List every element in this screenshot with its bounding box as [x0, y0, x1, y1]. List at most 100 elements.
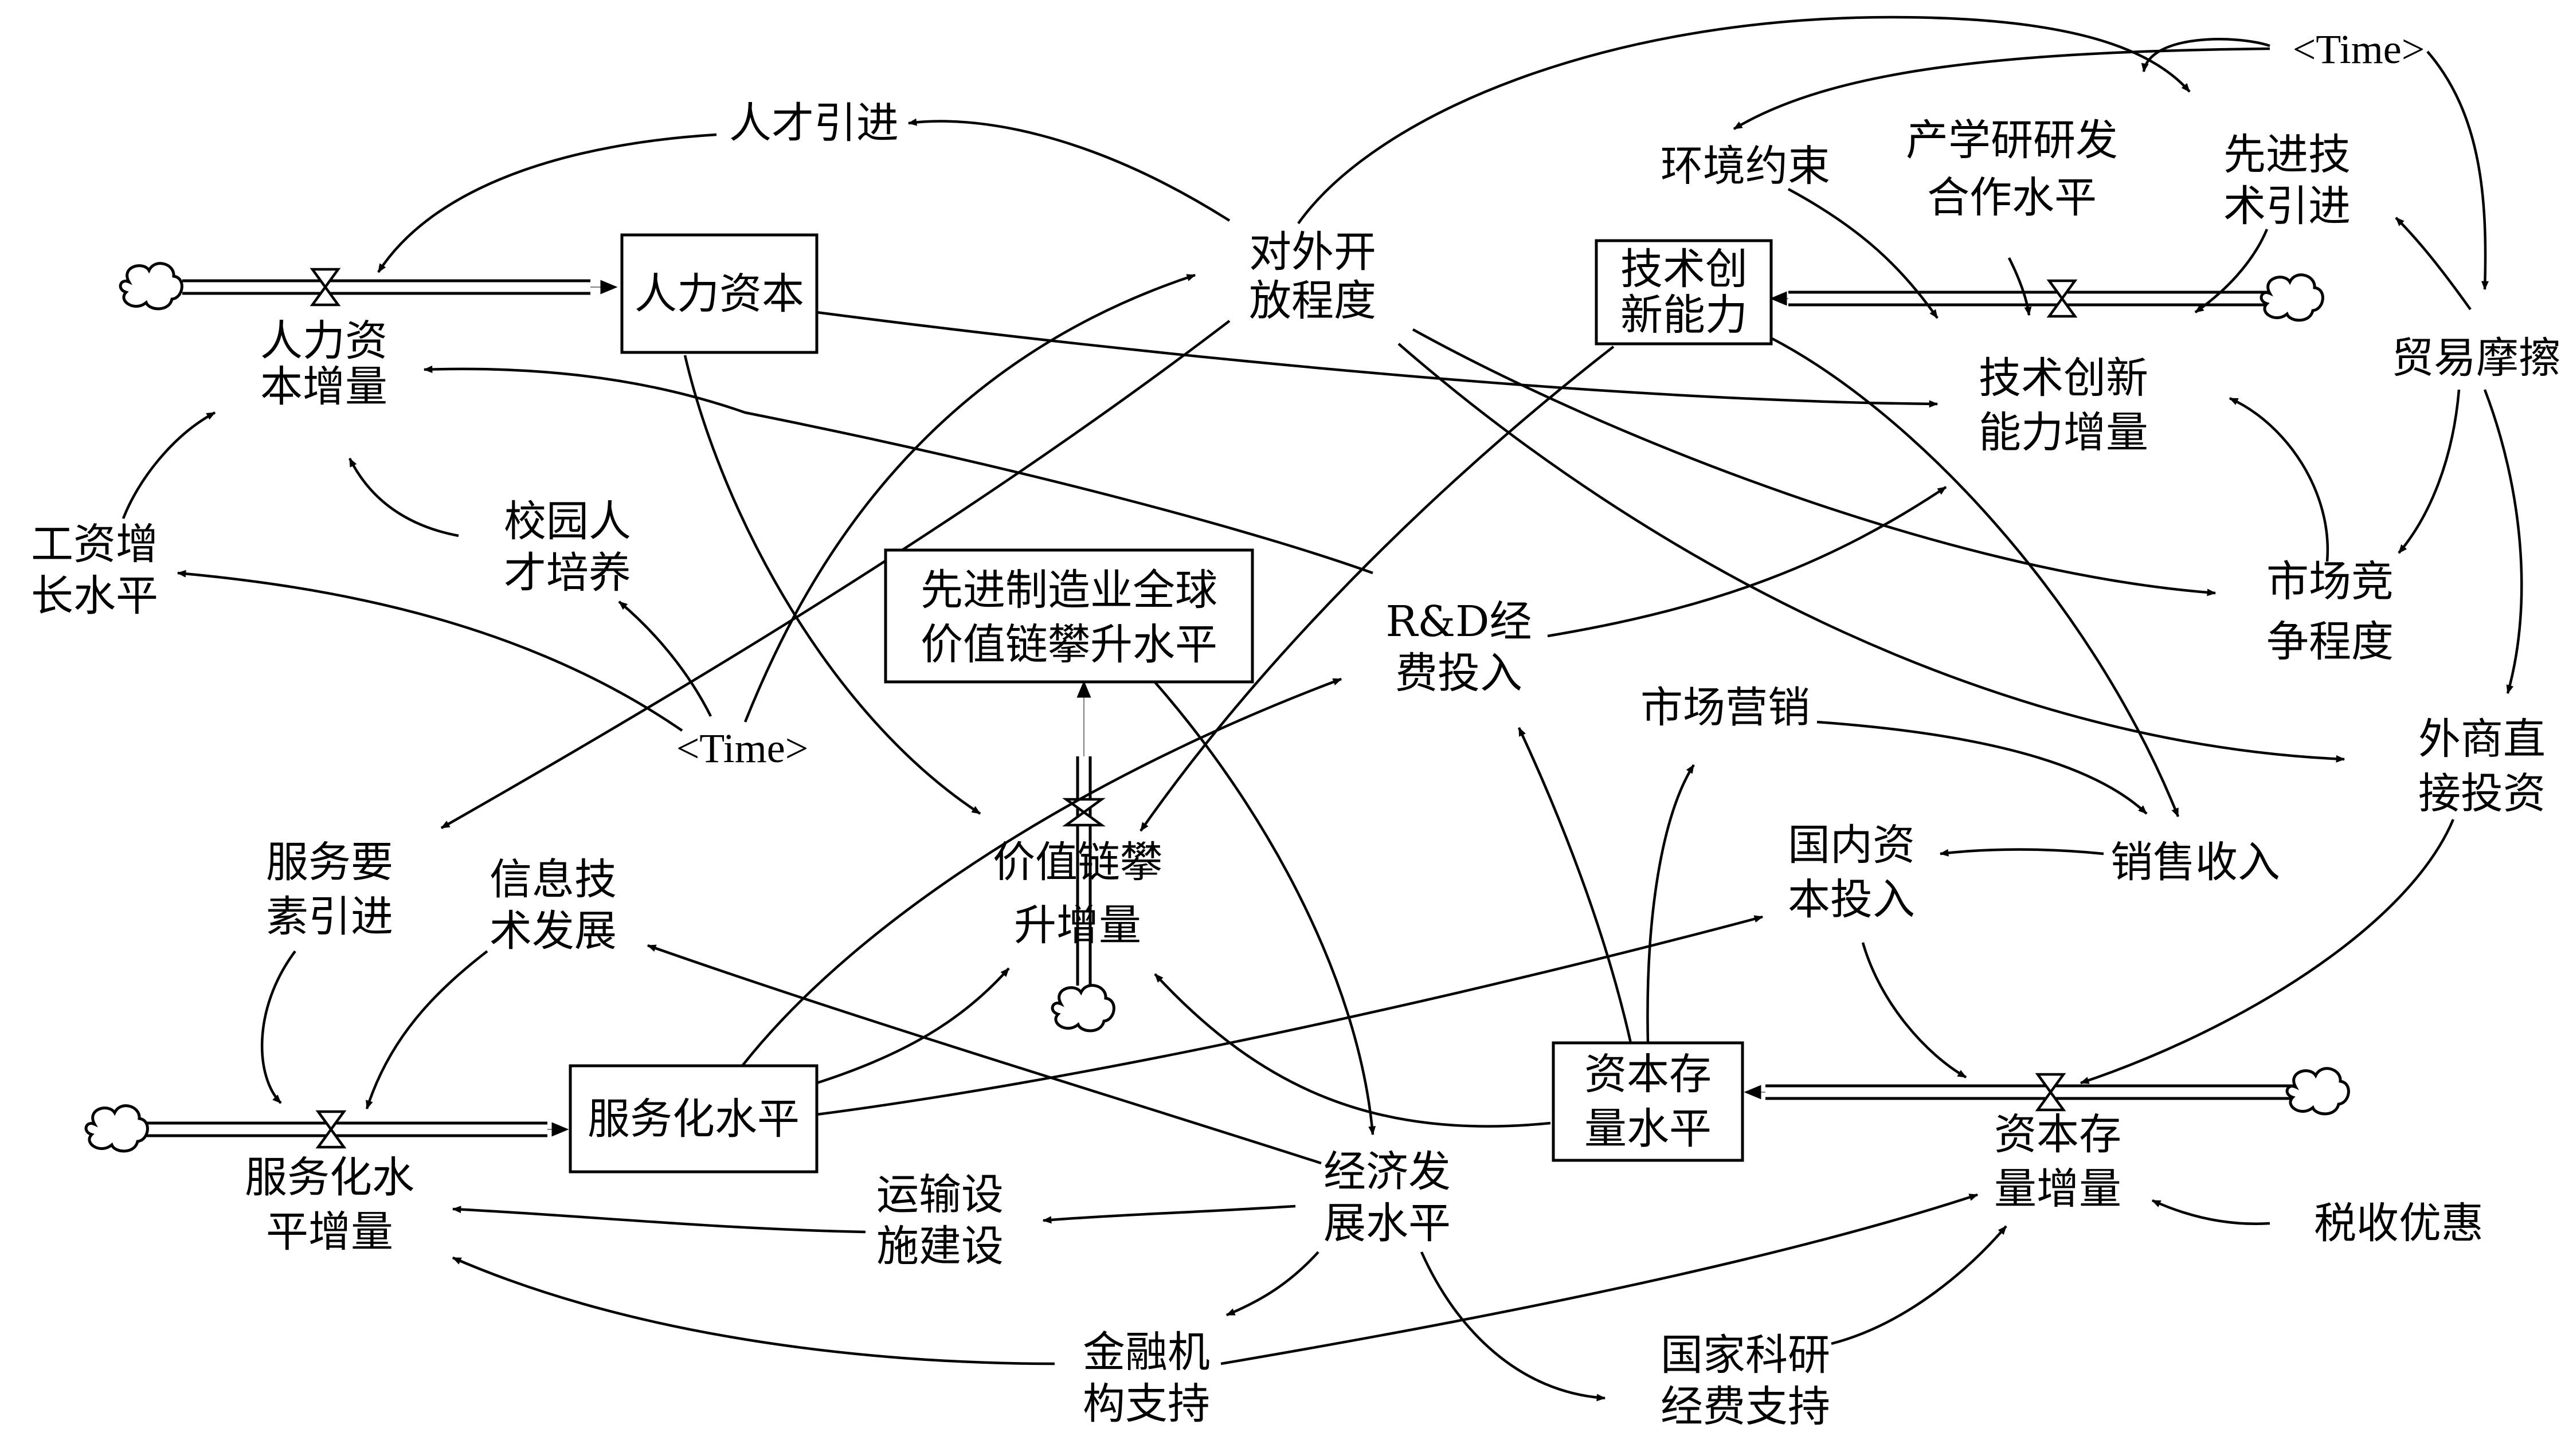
- var-iur-cooperation-2: 合作水平: [1927, 173, 2097, 222]
- source-sink-clouds: [84, 262, 2350, 1153]
- var-transport-1: 运输设: [876, 1170, 1004, 1219]
- edge-it-servinc: [365, 950, 488, 1110]
- stock-tech-ability: 技术创 新能力: [1595, 239, 1773, 346]
- edge-domestic-capinc: [1861, 942, 1967, 1078]
- var-transport-2: 施建设: [876, 1222, 1004, 1271]
- var-sales-revenue: 销售收入: [2110, 838, 2280, 887]
- var-tax-incentive: 税收优惠: [2314, 1199, 2484, 1248]
- var-service-factor-intro-1: 服务要: [266, 838, 393, 887]
- var-wage-growth-1: 工资增: [31, 520, 158, 569]
- edge-econ-transport: [1042, 1204, 1296, 1224]
- var-time-1: <Time>: [676, 725, 809, 771]
- edge-sales-domestic: [1939, 848, 2104, 857]
- edge-openness-fdi: [1397, 343, 2345, 763]
- edge-rd-techinc: [1547, 486, 1947, 638]
- flow-capital-stock-inc-1: 资本存: [1994, 1110, 2121, 1159]
- var-financial-support-2: 构支持: [1083, 1379, 1210, 1428]
- edge-tech-sales: [1770, 337, 2180, 818]
- var-openness-1: 对外开: [1249, 227, 1376, 277]
- var-rd-investment-1: R&D经: [1386, 597, 1532, 646]
- var-fdi-1: 外商直: [2418, 715, 2546, 764]
- flow-value-chain-inc-2: 升增量: [1014, 901, 1141, 950]
- edge-fin-servinc: [452, 1256, 1055, 1365]
- edge-wage-hcinc: [122, 411, 216, 519]
- stock-tech-ability-label-1: 技术创: [1620, 245, 1748, 294]
- var-adv-tech-intro-1: 先进技: [2223, 130, 2351, 179]
- var-marketing: 市场营销: [1640, 683, 1810, 732]
- edge-openness-market: [1412, 328, 2217, 596]
- edge-capstock-valueinc: [1154, 973, 1551, 1128]
- stock-value-chain: 先进制造业全球 价值链攀升水平: [884, 548, 1254, 684]
- var-adv-tech-intro-2: 术引进: [2223, 182, 2351, 231]
- stock-human-capital-label: 人力资本: [635, 269, 804, 319]
- flow-tech-ability-inc-2: 能力增量: [1979, 408, 2148, 457]
- cloud-value-chain-source: [1051, 984, 1115, 1033]
- flow-human-capital-inc-1: 人力资: [260, 316, 387, 366]
- flow-human-capital-inc-2: 本增量: [260, 362, 387, 411]
- edge-time-wage: [177, 570, 683, 732]
- stock-servitization-label: 服务化水平: [588, 1094, 800, 1144]
- edge-hc-techinc: [816, 311, 1939, 408]
- flow-pipes: [146, 279, 2296, 1137]
- edge-serv-rd: [741, 677, 1342, 1067]
- stock-tech-ability-label-2: 新能力: [1620, 291, 1748, 340]
- edge-valuechain-econ: [1151, 678, 1376, 1136]
- valve-human-capital: [310, 268, 341, 307]
- var-fdi-2: 接投资: [2418, 769, 2546, 818]
- var-financial-support-1: 金融机: [1083, 1328, 1210, 1377]
- edge-econ-fin: [1225, 1251, 1319, 1317]
- var-env-constraint: 环境约束: [1661, 142, 1830, 191]
- stock-value-chain-label-2: 价值链攀升水平: [921, 620, 1217, 669]
- edge-trade-fdi: [2483, 389, 2523, 694]
- edge-campus-hcinc: [348, 457, 459, 537]
- var-market-competition-1: 市场竞: [2266, 557, 2394, 606]
- var-wage-growth-2: 长水平: [31, 571, 158, 621]
- edge-trade-market: [2398, 389, 2461, 554]
- flow-capital-stock-inc-2: 量增量: [1994, 1164, 2121, 1214]
- edge-econ-it: [647, 944, 1322, 1165]
- valve-tech-ability: [2046, 279, 2078, 318]
- edge-trade-advtech: [2395, 217, 2472, 311]
- edge-marketing-sales: [1816, 720, 2148, 815]
- stock-capital-stock: 资本存 量水平: [1552, 1041, 1744, 1162]
- edge-time-campus: [618, 601, 712, 717]
- edge-market-techinc: [2229, 397, 2329, 562]
- cloud-servitization-source: [84, 1104, 149, 1153]
- var-national-research-fund-2: 经费支持: [1661, 1382, 1830, 1431]
- stock-servitization: 服务化水平: [569, 1064, 819, 1174]
- edge-openness-talent: [907, 118, 1231, 222]
- cloud-capital-stock-source: [2285, 1067, 2350, 1116]
- edge-hc-value-inc: [683, 355, 981, 815]
- edge-fin-capinc: [1220, 1193, 1979, 1365]
- edge-time-trade: [2426, 50, 2489, 291]
- edge-openness-service-factor: [440, 320, 1231, 829]
- edge-capstock-marketing: [1646, 764, 1695, 1043]
- edge-nrf-capinc: [1831, 1225, 2007, 1345]
- edge-serv-valueinc: [816, 967, 1010, 1085]
- edge-talent-hcinc: [377, 133, 717, 273]
- flow-servitization-inc-1: 服务化水: [245, 1153, 414, 1202]
- cloud-human-capital-source: [119, 262, 183, 311]
- causal-links: [122, 15, 2523, 1402]
- var-rd-investment-2: 费投入: [1395, 649, 1522, 698]
- edge-service-factor-servinc: [260, 950, 296, 1104]
- auxiliary-variables: 人才引进 对外开 放程度 工资增 长水平 校园人 才培养 <Time> <Tim…: [31, 26, 2561, 1431]
- var-iur-cooperation-1: 产学研研发: [1906, 116, 2118, 165]
- flow-tech-ability-inc-1: 技术创新: [1979, 354, 2148, 403]
- var-domestic-capital-1: 国内资: [1788, 821, 1915, 870]
- var-market-competition-2: 争程度: [2266, 617, 2394, 666]
- var-trade-friction: 贸易摩擦: [2391, 333, 2561, 383]
- valves: [310, 268, 2078, 1149]
- var-talent-intro: 人才引进: [729, 99, 899, 148]
- stock-human-capital: 人力资本: [620, 233, 819, 354]
- edge-advtech-techinc: [2194, 229, 2269, 313]
- var-it-development-1: 信息技: [490, 855, 617, 904]
- valve-value-chain: [1062, 798, 1106, 827]
- var-national-research-fund-1: 国家科研: [1661, 1331, 1830, 1380]
- var-service-factor-intro-2: 素引进: [266, 892, 393, 941]
- stock-capital-stock-label-2: 量水平: [1584, 1104, 1712, 1153]
- var-time-2: <Time>: [2293, 26, 2425, 72]
- edge-fdi-capinc: [2080, 819, 2455, 1085]
- valve-capital-stock: [2035, 1073, 2066, 1112]
